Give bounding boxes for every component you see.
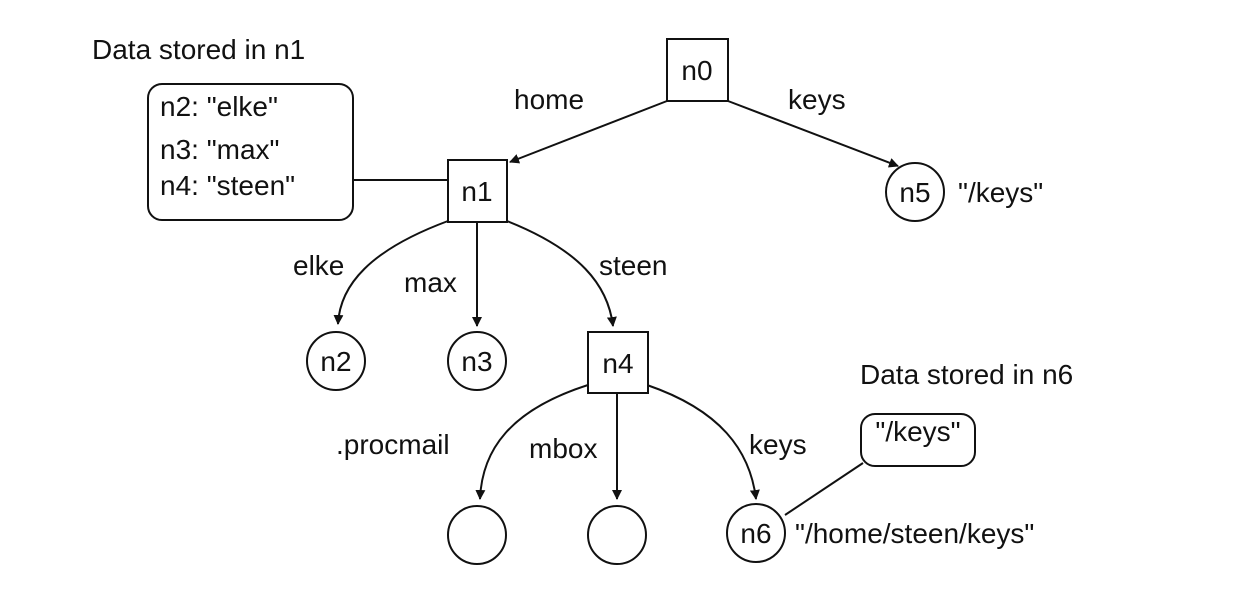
callout-n6-value: "/keys" bbox=[875, 416, 960, 447]
callout-n6-box bbox=[860, 413, 976, 467]
edge-steen bbox=[506, 220, 617, 327]
node-n4: n4 bbox=[587, 331, 649, 394]
edge-label-procmail: .procmail bbox=[336, 429, 450, 460]
callout-n6-title: Data stored in n6 bbox=[860, 359, 1073, 390]
node-n2: n2 bbox=[306, 331, 366, 391]
node-n0: n0 bbox=[666, 38, 729, 102]
edge-label-mbox: mbox bbox=[529, 433, 597, 464]
edge-label-elke: elke bbox=[293, 250, 344, 281]
edge-elke bbox=[333, 220, 449, 325]
edge-label-keys-root: keys bbox=[788, 84, 846, 115]
edge-keys-n4 bbox=[646, 384, 760, 500]
svg-text:n0: n0 bbox=[681, 55, 712, 86]
node-n5: n5 bbox=[885, 162, 945, 222]
callout-n1-box bbox=[147, 83, 354, 221]
svg-text:n5: n5 bbox=[899, 177, 930, 208]
callout-n1-line-2: n3: "max" bbox=[160, 134, 279, 165]
edge-label-steen: steen bbox=[599, 250, 668, 281]
node-procmail-file bbox=[447, 505, 507, 565]
edge-home bbox=[509, 100, 668, 164]
svg-text:n6: n6 bbox=[740, 518, 771, 549]
edge-label-home: home bbox=[514, 84, 584, 115]
node-n1: n1 bbox=[447, 159, 508, 223]
node-n6: n6 bbox=[726, 503, 786, 563]
svg-text:n2: n2 bbox=[320, 346, 351, 377]
edge-label-max: max bbox=[404, 267, 457, 298]
svg-text:n4: n4 bbox=[602, 348, 633, 379]
edge-keys-root bbox=[727, 100, 899, 168]
value-n6: "/home/steen/keys" bbox=[795, 518, 1034, 549]
callout-n1-title: Data stored in n1 bbox=[92, 34, 305, 65]
node-mbox-file bbox=[587, 505, 647, 565]
svg-text:n3: n3 bbox=[461, 346, 492, 377]
svg-text:n1: n1 bbox=[461, 176, 492, 207]
callout-n1-line-3: n4: "steen" bbox=[160, 170, 295, 201]
callout-n6-connector bbox=[784, 462, 864, 516]
value-n5: "/keys" bbox=[958, 177, 1043, 208]
edge-label-keys-n4: keys bbox=[749, 429, 807, 460]
callout-n1-line-1: n2: "elke" bbox=[160, 91, 278, 122]
edge-procmail bbox=[475, 384, 589, 500]
node-n3: n3 bbox=[447, 331, 507, 391]
